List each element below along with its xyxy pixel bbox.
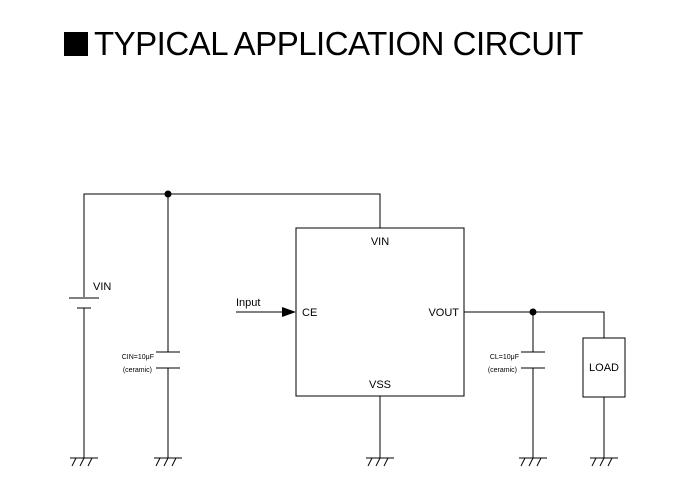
ic-pin-vout: VOUT <box>428 307 459 319</box>
ground-symbol-vin <box>70 457 98 467</box>
title-text: TYPICAL APPLICATION CIRCUIT <box>94 25 583 62</box>
page-title: TYPICAL APPLICATION CIRCUIT <box>64 22 583 66</box>
cin-value-label: CIN=10μF <box>122 354 154 361</box>
cl-value-label: CL=10μF <box>490 354 519 361</box>
wire-top-rail <box>83 193 381 297</box>
input-label: Input <box>236 297 260 309</box>
junction-dot-vin <box>164 190 172 198</box>
input-arrow-head <box>282 307 296 317</box>
source-vin-label: VIN <box>93 281 111 293</box>
ground-symbol-load <box>590 457 618 467</box>
junction-dot-vout <box>529 308 537 316</box>
ground-symbol-cl <box>519 457 547 467</box>
load-label: LOAD <box>589 362 619 374</box>
ground-symbol-cin <box>154 457 182 467</box>
ic-pin-vin: VIN <box>371 236 389 248</box>
ic-pin-vss: VSS <box>369 379 391 391</box>
black-square-bullet <box>64 32 88 56</box>
wire-vout-rail <box>464 311 605 338</box>
cin-type-label: (ceramic) <box>123 367 152 374</box>
ic-pin-ce: CE <box>302 307 317 319</box>
ground-symbol-vss <box>366 457 394 467</box>
cl-type-label: (ceramic) <box>488 367 517 374</box>
